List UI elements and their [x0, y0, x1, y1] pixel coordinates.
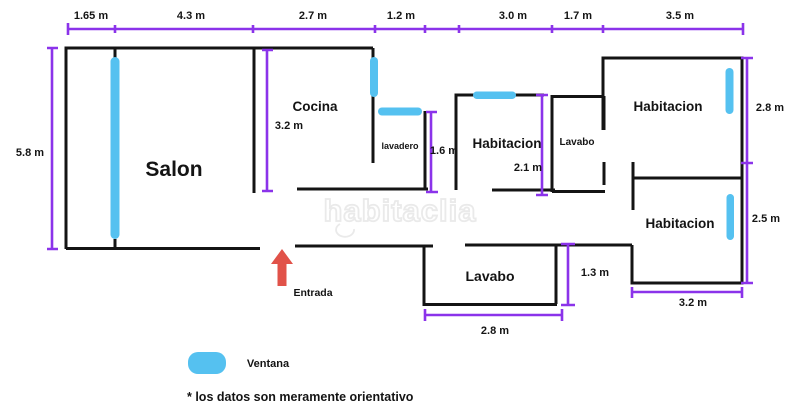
room-label-habitacion-top-right: Habitacion — [633, 99, 702, 114]
window-habitacion-top-right — [725, 68, 734, 114]
dim-line-habitacion-center — [536, 93, 548, 197]
room-label-lavadero: lavadero — [381, 141, 419, 151]
dim-label-top-3: 2.7 m — [299, 10, 327, 22]
entrance-label: Entrada — [293, 287, 332, 299]
window-habitacion-bottom-right — [726, 194, 734, 240]
dim-line-salon-height — [47, 46, 58, 251]
dim-label-habitacion-center: 2.1 m — [514, 162, 542, 174]
dim-label-lavadero-height: 1.6 m — [430, 145, 458, 157]
room-labels: Salon Cocina lavadero Habitacion Lavabo … — [145, 99, 714, 284]
dim-line-lavadero-height — [426, 110, 438, 194]
room-label-salon: Salon — [145, 158, 202, 181]
dim-label-top-7: 3.5 m — [666, 10, 694, 22]
dim-label-top-2: 4.3 m — [177, 10, 205, 22]
window-habitacion-center — [473, 91, 516, 99]
dim-label-top-1: 1.65 m — [74, 10, 108, 22]
dim-label-top-6: 1.7 m — [564, 10, 592, 22]
entrance: Entrada — [271, 249, 333, 299]
dim-label-top-4: 1.2 m — [387, 10, 415, 22]
legend-window-swatch — [188, 352, 226, 374]
dim-label-habitacion-br-width: 3.2 m — [679, 297, 707, 309]
room-label-cocina: Cocina — [292, 99, 338, 114]
entrance-arrow-icon — [271, 249, 293, 286]
windows — [110, 57, 734, 240]
dimension-lines — [47, 23, 753, 321]
dim-label-cocina-height: 3.2 m — [275, 120, 303, 132]
wall-salon-cocina-outline — [64, 46, 373, 249]
dim-line-lavabo-bottom-width — [423, 309, 564, 321]
dim-label-habitacion-br-height: 2.5 m — [752, 213, 780, 225]
footnote: * los datos son meramente orientativo — [187, 390, 414, 404]
dim-line-cocina-height — [262, 48, 273, 193]
room-label-lavabo-upper: Lavabo — [559, 137, 594, 148]
dim-line-habitacion-br-height — [741, 163, 753, 285]
watermark-logo-swoosh — [335, 223, 355, 238]
room-label-lavabo-bottom: Lavabo — [465, 268, 514, 284]
window-salon — [110, 57, 120, 239]
dim-line-lavabo-bottom-height — [561, 242, 575, 307]
dim-label-lavabo-bottom-height: 1.3 m — [581, 267, 609, 279]
room-label-habitacion-center: Habitacion — [472, 136, 541, 151]
window-cocina — [370, 57, 378, 97]
dim-label-habitacion-tr-height: 2.8 m — [756, 102, 784, 114]
dim-label-top-5: 3.0 m — [499, 10, 527, 22]
window-lavadero — [378, 107, 422, 116]
dimension-labels: 1.65 m 4.3 m 2.7 m 1.2 m 3.0 m 1.7 m 3.5… — [16, 10, 784, 337]
dim-label-lavabo-bottom-width: 2.8 m — [481, 325, 509, 337]
wall-habitacion-right-outline — [601, 56, 744, 285]
legend-window-label: Ventana — [247, 358, 290, 370]
dim-label-salon-height: 5.8 m — [16, 147, 44, 159]
legend: Ventana — [188, 352, 290, 374]
walls — [64, 46, 744, 306]
dim-line-habitacion-br-width — [630, 287, 744, 298]
room-label-habitacion-bottom-right: Habitacion — [645, 216, 714, 231]
dim-line-top — [66, 23, 745, 35]
watermark: habitaclia — [324, 193, 477, 228]
